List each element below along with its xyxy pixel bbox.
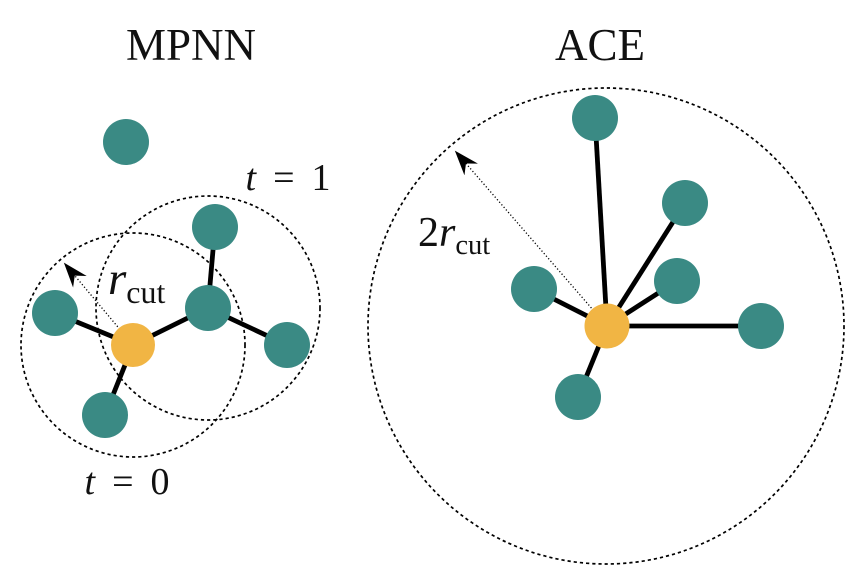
neighbor-atom: [738, 303, 784, 349]
mpnn-rcut-label: rcut: [108, 253, 165, 310]
mpnn-t0-label: t=0: [85, 461, 170, 503]
neighbor-atom: [32, 290, 78, 336]
ace-2rcut-label: 2rcut: [418, 210, 490, 261]
neighbor-atom: [185, 285, 231, 331]
bond: [604, 201, 688, 328]
mpnn-t1-label: t=1: [246, 157, 331, 199]
ace-title: ACE: [555, 20, 645, 70]
mpnn-cutoff-circle-t1: [95, 195, 321, 421]
neighbor-atom: [264, 322, 310, 368]
neighbor-atom: [511, 266, 557, 312]
bond: [592, 117, 610, 327]
isolated-neighbor-atom: [103, 119, 149, 165]
ace-cutoff-circle: [367, 87, 845, 565]
center-atom: [584, 303, 630, 349]
center-atom: [111, 323, 155, 367]
ace-2rcut-arrow: [454, 150, 608, 327]
neighbor-atom: [555, 374, 601, 420]
neighbor-atom: [572, 95, 618, 141]
mpnn-cutoff-circle-t0: [20, 232, 246, 458]
neighbor-atom: [82, 392, 128, 438]
neighbor-atom: [192, 204, 238, 250]
mpnn-title: MPNN: [126, 20, 256, 70]
ace-panel: ACE 2rcut: [367, 20, 845, 565]
neighbor-atom: [662, 180, 708, 226]
mpnn-panel: MPNN t=1 t=0 rcut: [20, 20, 331, 503]
neighbor-atom: [654, 258, 700, 304]
